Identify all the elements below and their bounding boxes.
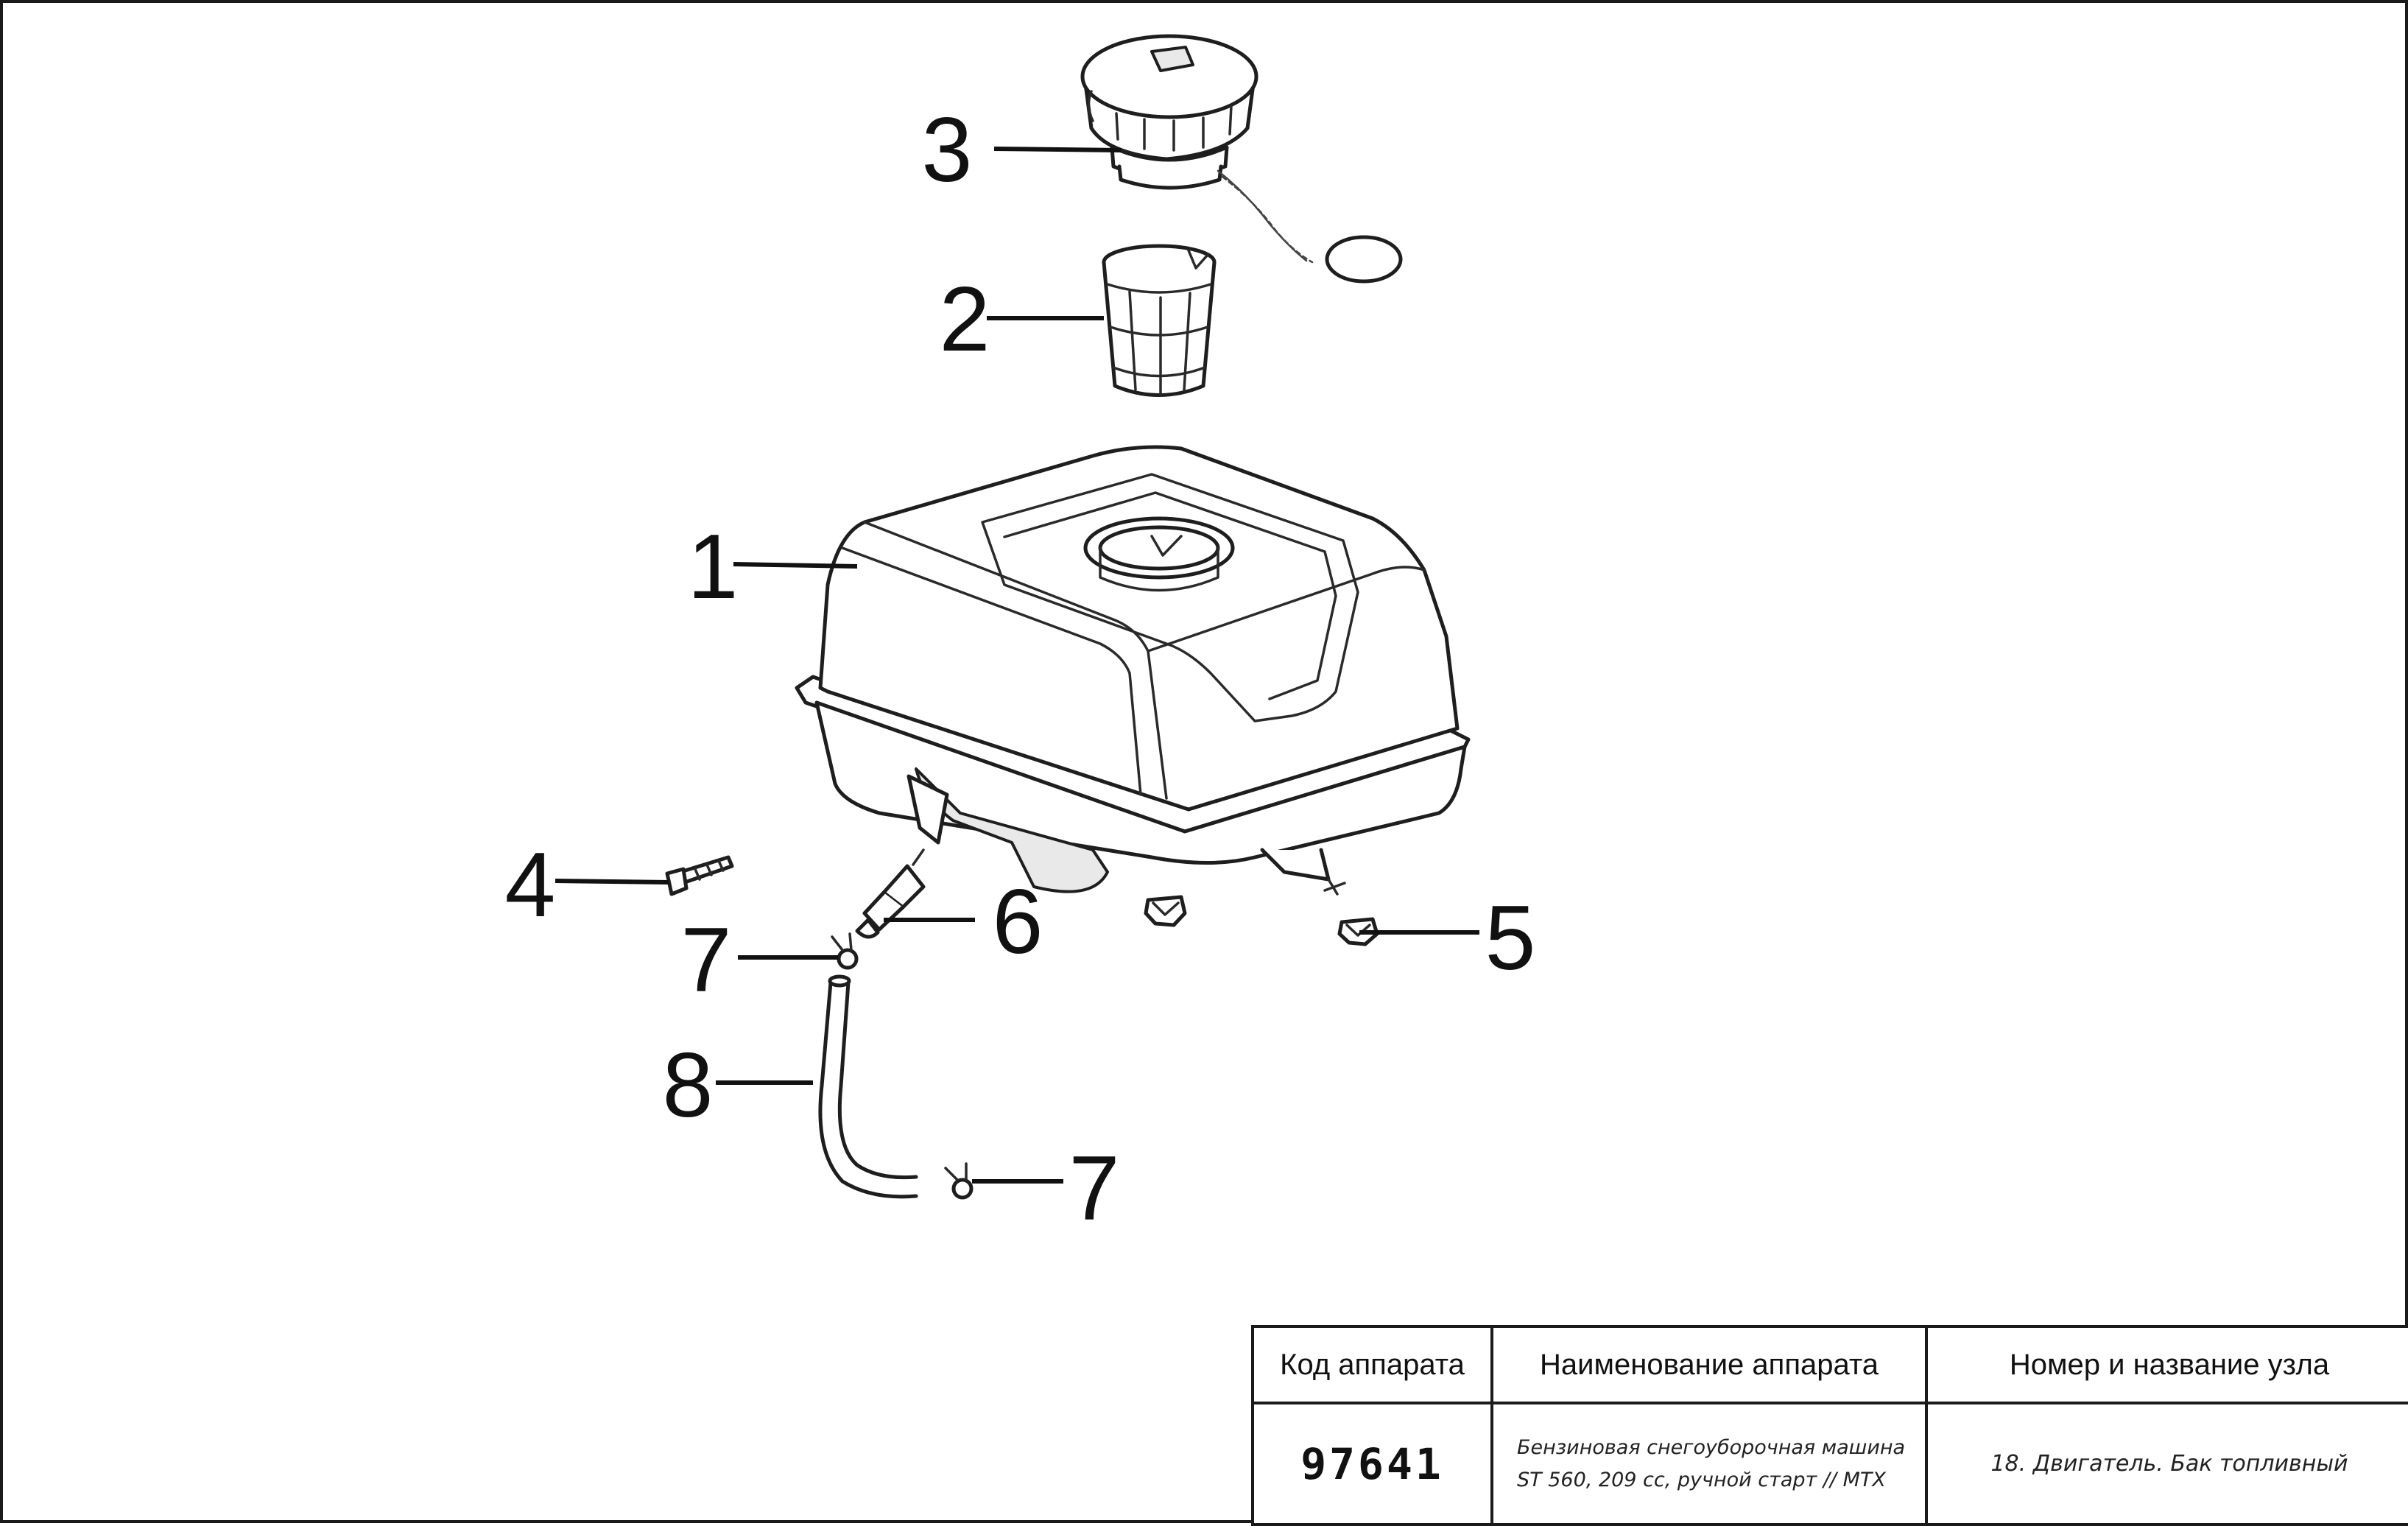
leader-lines <box>555 147 1479 1184</box>
apparatus-name-line2: ST 560, 209 cc, ручной старт // MTX <box>1517 1468 1886 1491</box>
header-node: Номер и название узла <box>1925 1325 2408 1404</box>
fuel-cap <box>1080 34 1403 284</box>
callout-7: 7 <box>681 910 732 1011</box>
apparatus-name: Бензиновая снегоуборочная машина ST 560,… <box>1490 1402 1928 1526</box>
callout-1: 1 <box>688 516 739 618</box>
apparatus-name-line1: Бензиновая снегоуборочная машина <box>1517 1435 1906 1459</box>
callout-8: 8 <box>663 1035 714 1136</box>
callout-numbers: 3 2 1 4 6 5 7 8 7 <box>505 99 1536 1240</box>
exploded-parts-diagram: 3 2 1 4 6 5 7 8 7 <box>505 34 1536 1240</box>
header-name: Наименование аппарата <box>1490 1325 1928 1404</box>
fuel-filter-strainer <box>1102 244 1217 397</box>
rubber-grommet <box>1144 895 1379 946</box>
apparatus-code: 97641 <box>1251 1402 1493 1526</box>
callout-7-lower: 7 <box>1069 1138 1120 1240</box>
callout-6: 6 <box>993 871 1043 973</box>
fuel-hose <box>818 974 918 1199</box>
node-name: 18. Двигатель. Бак топливный <box>1925 1402 2408 1526</box>
mounting-bolt <box>665 855 734 896</box>
callout-3: 3 <box>922 99 973 201</box>
callout-5: 5 <box>1485 887 1536 989</box>
callout-4: 4 <box>505 834 556 936</box>
fuel-tank <box>795 445 1471 896</box>
hose-clamp <box>831 932 974 1200</box>
callout-2: 2 <box>940 269 990 370</box>
fuel-outlet-fitting <box>855 848 926 939</box>
title-block: Код аппарата Наименование аппарата Номер… <box>1251 1325 2408 1526</box>
header-code: Код аппарата <box>1251 1325 1493 1404</box>
